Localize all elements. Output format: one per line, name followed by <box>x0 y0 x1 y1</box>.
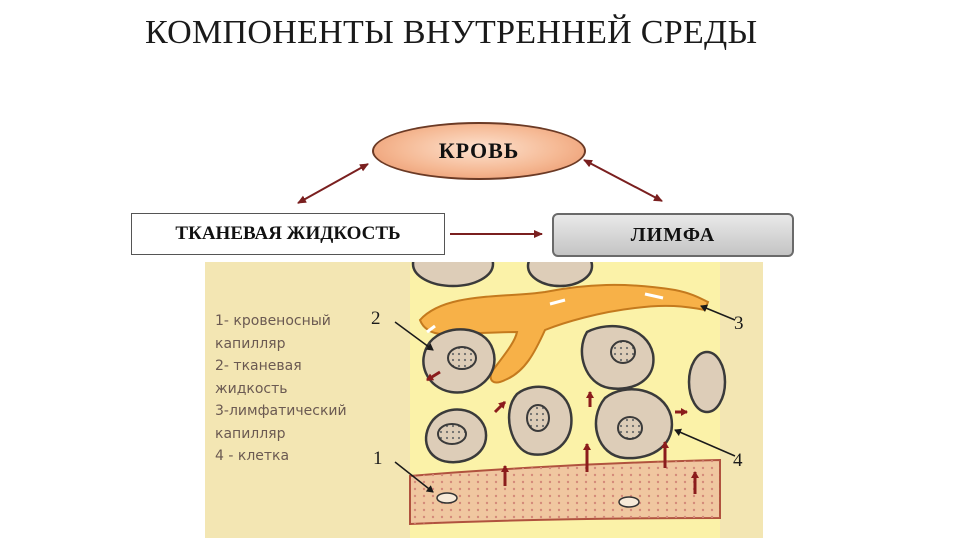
node-lymph: ЛИМФА <box>552 213 794 257</box>
label-3-number: 3 <box>734 313 744 334</box>
page-title: КОМПОНЕНТЫ ВНУТРЕННЕЙ СРЕДЫ <box>145 14 758 51</box>
tissue-drawing <box>205 240 763 538</box>
legend-line: 1- кровеносный <box>215 313 331 329</box>
legend-line: 2- тканевая <box>215 358 302 374</box>
label-blood-capillary-number: 1 <box>373 448 383 469</box>
lymph-arrows <box>426 292 664 334</box>
tissue-illustration <box>205 240 763 538</box>
relation-arrows <box>297 159 663 238</box>
arrow-blood-lymph <box>583 159 663 202</box>
legend-line: 3-лимфатический <box>215 403 347 419</box>
node-tissue-fluid: ТКАНЕВАЯ ЖИДКОСТЬ <box>131 213 445 255</box>
lymph-capillary <box>418 283 710 384</box>
node-blood: КРОВЬ <box>372 122 586 180</box>
label-cell-number: 4 <box>733 450 743 471</box>
legend-line: капилляр <box>215 335 286 352</box>
label-1-number: 2 <box>371 308 381 329</box>
legend-line: 4 - клетка <box>215 448 290 464</box>
figure-legend: 1- кровеносный капилляр 2- тканевая жидк… <box>215 310 347 468</box>
legend-line: капилляр <box>215 425 286 442</box>
arrow-blood-tissue <box>297 163 369 204</box>
pointer-lines <box>394 304 736 493</box>
legend-line: жидкость <box>215 380 288 397</box>
fluid-arrows <box>426 370 699 494</box>
nuclei <box>437 340 643 445</box>
